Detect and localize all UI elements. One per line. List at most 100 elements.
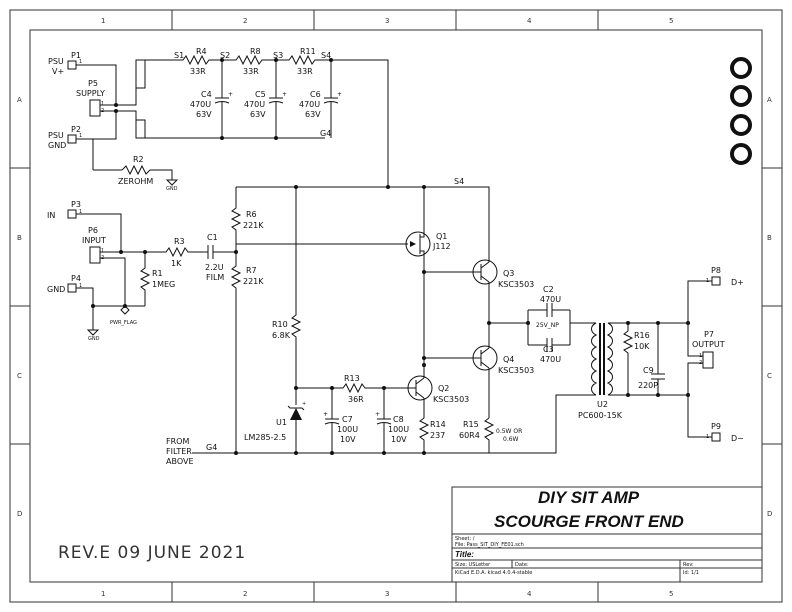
- transformer-icon: [591, 322, 613, 396]
- r13-ref: R13: [344, 374, 360, 383]
- col-label-1-bottom: 1: [101, 590, 105, 598]
- input-section: P3 1 IN P4 1 GND P6 INPUT 1 2 GND PWR_FL…: [47, 200, 238, 342]
- row-label-b: B: [17, 234, 22, 242]
- psu-gnd-label-2: GND: [48, 141, 66, 150]
- q4-value: KSC3503: [498, 366, 534, 375]
- from-filter-label-3: ABOVE: [166, 457, 194, 466]
- p8-pin: 1: [706, 278, 709, 284]
- from-filter-label-1: FROM: [166, 437, 189, 446]
- in-label: IN: [47, 211, 55, 220]
- p9-ref: P9: [711, 422, 721, 431]
- c7-value: 100U: [337, 425, 358, 434]
- c5-voltage: 63V: [250, 110, 266, 119]
- r4-ref: R4: [196, 47, 207, 56]
- r15-ref: R15: [463, 420, 479, 429]
- jfet-icon: [405, 231, 431, 257]
- c2-value: 470U: [540, 295, 561, 304]
- p2-ref: P2: [71, 125, 81, 134]
- psu-vplus-label-1: PSU: [48, 57, 64, 66]
- revision-note: REV.E 09 JUNE 2021: [58, 543, 246, 563]
- c4-ref: C4: [201, 90, 212, 99]
- c8-value: 100U: [388, 425, 409, 434]
- s4-label-top: S4: [321, 51, 331, 60]
- r1-ref: R1: [152, 269, 163, 278]
- mounting-hole-icon: [730, 57, 752, 79]
- q1-value: J112: [432, 242, 451, 251]
- r2-ref: R2: [133, 155, 144, 164]
- gnd-label-input: GND: [88, 336, 100, 342]
- svg-text:+: +: [337, 91, 342, 98]
- title-date: Date:: [515, 562, 529, 568]
- r11-ref: R11: [300, 47, 316, 56]
- s1-label: S1: [174, 51, 184, 60]
- r14-ref: R14: [430, 420, 446, 429]
- r16-value: 10K: [634, 342, 650, 351]
- c4-voltage: 63V: [196, 110, 212, 119]
- c1-type: FILM: [206, 273, 224, 282]
- title-sheet: Sheet: /: [455, 536, 475, 542]
- row-label-c-right: C: [767, 372, 772, 380]
- c2-ref: C2: [543, 285, 554, 294]
- r15-note-1: 0.5W OR: [496, 428, 522, 435]
- svg-text:+: +: [228, 91, 233, 98]
- r13-value: 36R: [348, 395, 364, 404]
- s3-label: S3: [273, 51, 283, 60]
- row-label-a: A: [17, 96, 22, 104]
- c7-voltage: 10V: [340, 435, 356, 444]
- zener-icon: [290, 408, 302, 420]
- title-block: DIY SIT AMP SCOURGE FRONT END Sheet: / F…: [451, 486, 763, 583]
- bias-section: S4 R6 221K R7 221K R10 6.8K + U1 LM285-2…: [166, 177, 490, 466]
- col-label-1: 1: [101, 17, 105, 25]
- p1-ref: P1: [71, 51, 81, 60]
- title-size: Size: USLetter: [455, 562, 491, 568]
- sheet-frame: 1 2 3 4 5 1 2 3 4 5 A B C D A B C D: [9, 9, 783, 603]
- r8-value: 33R: [243, 67, 259, 76]
- p7-value: OUTPUT: [692, 340, 725, 349]
- row-label-c: C: [17, 372, 22, 380]
- gnd-input-label: GND: [47, 285, 65, 294]
- mounting-hole-icon: [730, 143, 752, 165]
- c1-ref: C1: [207, 233, 218, 242]
- title-line-1: DIY SIT AMP: [538, 488, 640, 507]
- c7-ref: C7: [342, 415, 353, 424]
- mounting-hole-icon: [730, 85, 752, 107]
- q1-ref: Q1: [436, 232, 447, 241]
- gnd-label-psu: GND: [166, 186, 178, 192]
- q3-value: KSC3503: [498, 280, 534, 289]
- q2-value: KSC3503: [433, 395, 469, 404]
- col-label-3-bottom: 3: [385, 590, 389, 598]
- dminus-label: D−: [731, 434, 744, 443]
- svg-text:+: +: [302, 401, 306, 407]
- title-tool: KiCad E.D.A. kicad 4.0.4-stable: [455, 570, 532, 576]
- r11-value: 33R: [297, 67, 313, 76]
- c5-ref: C5: [255, 90, 266, 99]
- p5-connector-icon: [89, 99, 101, 117]
- p4-connector-icon: [67, 283, 77, 293]
- c3-value: 470U: [540, 355, 561, 364]
- c2-note: 25V_NP: [536, 322, 559, 329]
- s4-bus-label: S4: [454, 177, 464, 186]
- r14-value: 237: [430, 431, 445, 440]
- p6-value: INPUT: [82, 236, 106, 245]
- title-id: Id: 1/1: [683, 570, 699, 576]
- p8-ref: P8: [711, 266, 721, 275]
- p7-connector-icon: [702, 351, 714, 369]
- from-filter-label-2: FILTER: [166, 447, 192, 456]
- p9-connector-icon: [711, 432, 721, 442]
- col-label-3: 3: [385, 17, 389, 25]
- col-label-4-bottom: 4: [527, 590, 532, 598]
- row-label-b-right: B: [767, 234, 772, 242]
- r6-value: 221K: [243, 221, 264, 230]
- p2-pin: 1: [79, 133, 82, 139]
- psu-gnd-label-1: PSU: [48, 131, 64, 140]
- p1-connector-icon: [67, 60, 77, 70]
- g4-label-top: G4: [320, 129, 331, 138]
- p5-pin1: 1: [101, 101, 104, 107]
- q4-ref: Q4: [503, 355, 514, 364]
- r3-ref: R3: [174, 237, 185, 246]
- col-label-2: 2: [243, 17, 247, 25]
- r10-value: 6.8K: [272, 331, 291, 340]
- r7-value: 221K: [243, 277, 264, 286]
- g4-label-bottom: G4: [206, 443, 217, 452]
